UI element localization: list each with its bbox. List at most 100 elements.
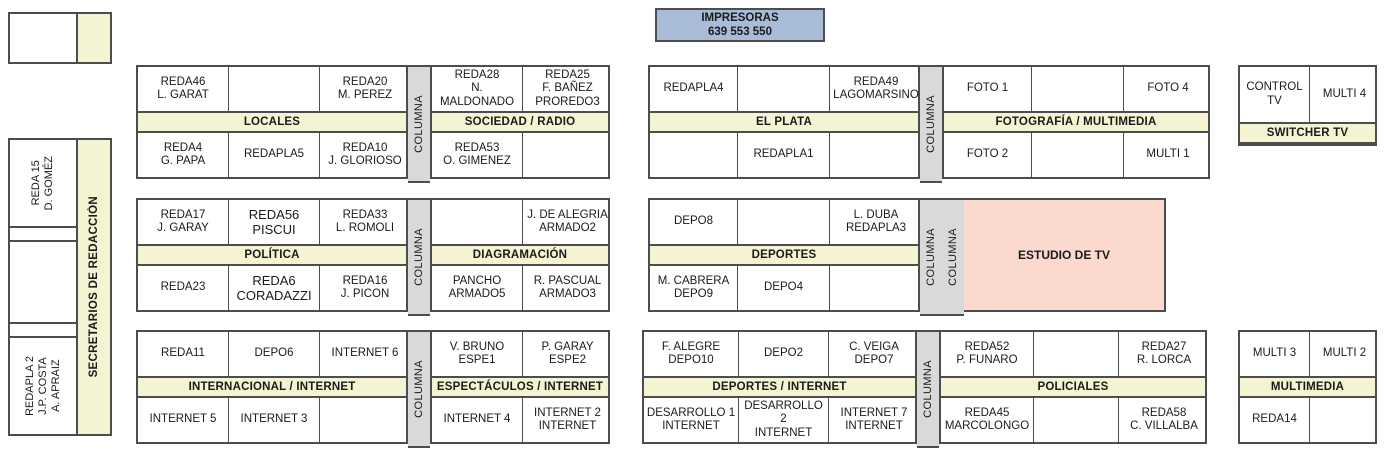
desk-row-top: REDA28 N. MALDONADO REDA25 F. BAÑEZ PRORE… <box>432 67 608 111</box>
desk-seat-empty[interactable] <box>320 398 410 442</box>
desk-seat-empty[interactable] <box>650 133 738 177</box>
desk-seat[interactable]: REDA46 L. GARAT <box>138 67 229 111</box>
desk-seat-empty[interactable] <box>1032 133 1124 177</box>
desk-seat[interactable]: INTERNET 7 INTERNET <box>840 406 908 432</box>
desk-seat[interactable]: J. DE ALEGRIA ARMADO2 <box>527 208 608 234</box>
desk-seat[interactable]: INTERNET 6 <box>331 347 399 360</box>
columna-divider: COLUMNA <box>917 330 939 448</box>
columna-divider: COLUMNA <box>408 330 430 448</box>
desk-seat[interactable]: P. GARAY ESPE2 <box>541 340 594 366</box>
desk-seat[interactable]: REDAPLA1 <box>738 133 830 177</box>
desk-row-bottom: FOTO 2 MULTI 1 <box>944 133 1208 177</box>
desk-seat[interactable]: REDA20 M. PEREZ <box>337 75 393 101</box>
desk-seat[interactable]: INTERNET 2 INTERNET <box>534 406 601 432</box>
desk-seat-empty[interactable] <box>229 67 320 111</box>
desk-seat[interactable]: MULTI 1 <box>1146 148 1190 161</box>
desk-seat[interactable]: REDA56 PISCUI <box>229 200 320 244</box>
desk-seat[interactable]: REDA17 J. GARAY <box>138 200 229 244</box>
desk-seat[interactable]: REDA52 P. FUNARO <box>941 332 1034 376</box>
desk-seat[interactable]: DEPO8 <box>650 200 738 244</box>
desk-seat[interactable]: DESARROLLO 2 INTERNET <box>739 398 829 442</box>
columna-label: COLUMNA <box>947 228 959 286</box>
desk-seat[interactable]: REDA16 J. PICON <box>340 274 390 300</box>
desk-seat[interactable]: REDA49 LAGOMARSINO <box>833 75 919 101</box>
desk-seat[interactable]: REDA4 G. PAPA <box>138 133 229 177</box>
desk-seat[interactable]: INTERNET 4 <box>432 398 523 442</box>
desk-seat[interactable]: INTERNET 5 <box>138 398 229 442</box>
desk-seat[interactable]: REDA6 CORADAZZI <box>229 266 320 310</box>
desk-seat[interactable]: FOTO 2 <box>944 133 1032 177</box>
sidebar-secretarios-block: REDA 15 D. GOMÉZ REDAPLA 2 J.P. COSTA A.… <box>8 138 112 436</box>
desk-seat[interactable]: REDA28 N. MALDONADO <box>432 67 523 111</box>
desk-seat[interactable]: REDA33 L. ROMOLI <box>335 208 395 234</box>
desk-seat[interactable]: REDA53 O. GIMENEZ <box>432 133 523 177</box>
desk-seat[interactable]: DEPO6 <box>229 332 320 376</box>
desk-seat-empty[interactable] <box>738 67 830 111</box>
desk-block-label: SWITCHER TV <box>1240 122 1375 144</box>
desk-block-label: DEPORTES / INTERNET <box>644 376 915 398</box>
desk-seat[interactable]: M. CABRERA DEPO9 <box>650 266 738 310</box>
desk-seat[interactable]: DEPO4 <box>738 266 830 310</box>
desk-seat[interactable]: REDA27 R. LORCA <box>1136 340 1192 366</box>
columna-divider: COLUMNA <box>920 65 942 183</box>
desk-seat[interactable]: F. ALEGRE DEPO10 <box>644 332 739 376</box>
desk-seat-empty[interactable] <box>830 133 922 177</box>
desk-block-label: ESPECTÁCULOS / INTERNET <box>432 376 608 398</box>
desk-seat[interactable]: REDA25 F. BAÑEZ PROREDO3 <box>535 69 600 108</box>
desk-seat[interactable]: REDAPLA5 <box>229 133 320 177</box>
desk-seat-empty[interactable] <box>830 266 922 310</box>
sidebar-cell-redapla2[interactable]: REDAPLA 2 J.P. COSTA A. APRAIZ <box>23 356 62 416</box>
desk-seat[interactable]: MULTI 4 <box>1322 87 1367 100</box>
desk-seat[interactable]: REDA14 <box>1240 398 1310 442</box>
sidebar-top-empty-cell[interactable] <box>10 14 78 62</box>
desk-seat[interactable]: R. PASCUAL ARMADO3 <box>533 274 602 300</box>
desk-seat[interactable]: MULTI 2 <box>1322 347 1367 360</box>
desk-seat[interactable]: REDA45 MARCOLONGO <box>941 398 1034 442</box>
desk-seat[interactable]: REDA58 C. VILLALBA <box>1130 406 1198 432</box>
desk-seat[interactable]: REDA11 <box>138 332 229 376</box>
desk-seat[interactable]: PANCHO ARMADO5 <box>432 266 523 310</box>
sidebar-cell-reda15[interactable]: REDA 15 D. GOMÉZ <box>10 140 76 228</box>
columna-divider: COLUMNA <box>408 198 430 316</box>
desk-seat-empty[interactable] <box>1032 67 1124 111</box>
desk-seat[interactable]: L. DUBA REDAPLA3 <box>845 208 907 234</box>
desk-row-bottom: REDA45 MARCOLONGO REDA58 C. VILLALBA <box>941 398 1205 442</box>
desk-seat-empty[interactable] <box>1034 398 1119 442</box>
estudio-de-tv-block[interactable]: ESTUDIO DE TV <box>964 198 1166 312</box>
desk-seat[interactable]: MULTI 3 <box>1240 332 1310 376</box>
desk-seat-empty[interactable] <box>738 200 830 244</box>
desk-seat-empty[interactable] <box>1034 332 1119 376</box>
sidebar-cell-empty[interactable] <box>10 242 76 324</box>
desk-seat[interactable]: FOTO 4 <box>1147 82 1189 95</box>
desk-seat[interactable]: V. BRUNO ESPE1 <box>432 332 523 376</box>
desk-seat[interactable]: FOTO 1 <box>944 67 1032 111</box>
desk-seat[interactable]: REDAPLA4 <box>650 67 738 111</box>
sidebar-top-strip <box>78 14 110 62</box>
desk-block-label: FOTOGRAFÍA / MULTIMEDIA <box>944 111 1208 133</box>
desk-row-bottom: REDA53 O. GIMENEZ <box>432 133 608 177</box>
desk-seat[interactable]: C. VEIGA DEPO7 <box>849 340 899 366</box>
desk-row-bottom: REDA14 <box>1240 398 1375 442</box>
desk-seat[interactable]: DESARROLLO 1 INTERNET <box>644 398 739 442</box>
desk-seat-empty[interactable] <box>432 200 523 244</box>
desk-row-bottom: INTERNET 4 INTERNET 2 INTERNET <box>432 398 608 442</box>
desk-seat[interactable]: INTERNET 3 <box>229 398 320 442</box>
desk-seat[interactable]: DEPO2 <box>739 332 829 376</box>
impresoras-box: IMPRESORAS 639 553 550 <box>655 8 825 42</box>
desk-seat[interactable]: REDA10 J. GLORIOSO <box>328 141 402 167</box>
desk-seat-empty[interactable] <box>523 133 612 177</box>
desk-seat-empty[interactable] <box>1310 398 1379 442</box>
desk-seat[interactable]: CONTROL TV <box>1240 67 1310 122</box>
impresoras-codes: 639 553 550 <box>708 26 772 38</box>
desk-row-top: DEPO8 L. DUBA REDAPLA3 <box>650 200 918 244</box>
desk-seat[interactable]: REDA23 <box>138 266 229 310</box>
